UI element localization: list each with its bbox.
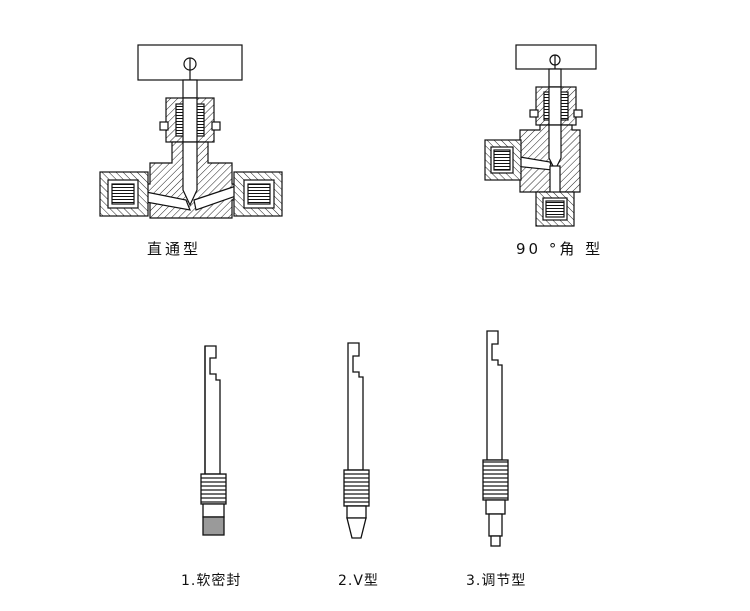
stem-regulating-type-label: 3.调节型: [466, 573, 527, 589]
stem-soft-seal-label: 1.软密封: [181, 573, 242, 589]
angle-valve-label: 90 °角 型: [516, 240, 604, 258]
stem-v-type: [343, 342, 370, 539]
stem-soft-seal: [200, 345, 227, 536]
stem-v-type-label: 2.V型: [338, 573, 379, 589]
angle-valve: [484, 44, 597, 227]
soft-seal-insert: [202, 516, 225, 536]
stem-regulating-type: [482, 330, 509, 547]
straight-valve-label: 直通型: [147, 240, 202, 258]
straight-valve: [99, 44, 283, 219]
